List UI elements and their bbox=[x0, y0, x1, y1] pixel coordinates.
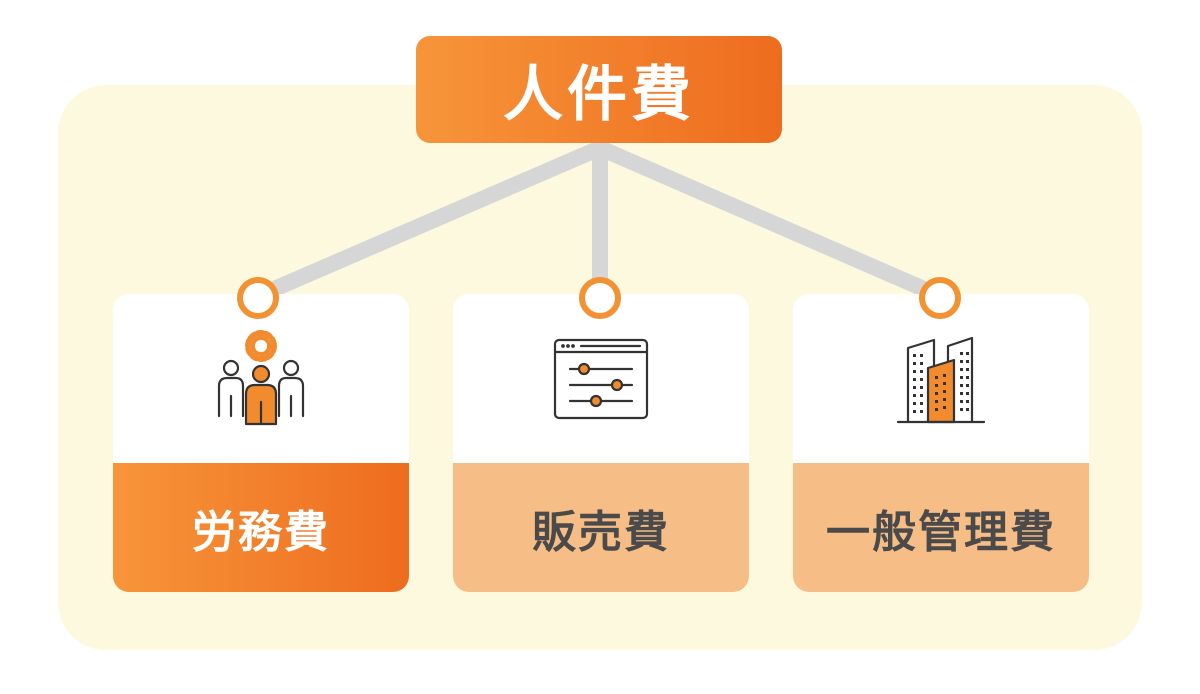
card-admin: 一般管理費 bbox=[793, 294, 1089, 592]
card-labor-icon-area bbox=[113, 294, 409, 463]
connector-dot-labor bbox=[237, 277, 279, 319]
card-labor-label: 労務費 bbox=[113, 463, 409, 592]
card-sales: 販売費 bbox=[453, 294, 749, 592]
card-admin-icon-area bbox=[793, 294, 1089, 463]
settings-sliders-window-icon bbox=[553, 338, 649, 419]
card-admin-label: 一般管理費 bbox=[793, 463, 1089, 592]
card-sales-icon-area bbox=[453, 294, 749, 463]
root-node: 人件費 bbox=[416, 36, 782, 143]
office-buildings-icon bbox=[896, 336, 986, 423]
connector-dot-sales bbox=[579, 277, 621, 319]
card-labor: 労務費 bbox=[113, 294, 409, 592]
card-sales-label: 販売費 bbox=[453, 463, 749, 592]
connector-line-labor bbox=[250, 140, 608, 304]
connector-dot-admin bbox=[919, 277, 961, 319]
root-node-label: 人件費 bbox=[503, 60, 695, 130]
team-gear-icon bbox=[217, 329, 305, 425]
connector-line-admin bbox=[592, 140, 948, 304]
